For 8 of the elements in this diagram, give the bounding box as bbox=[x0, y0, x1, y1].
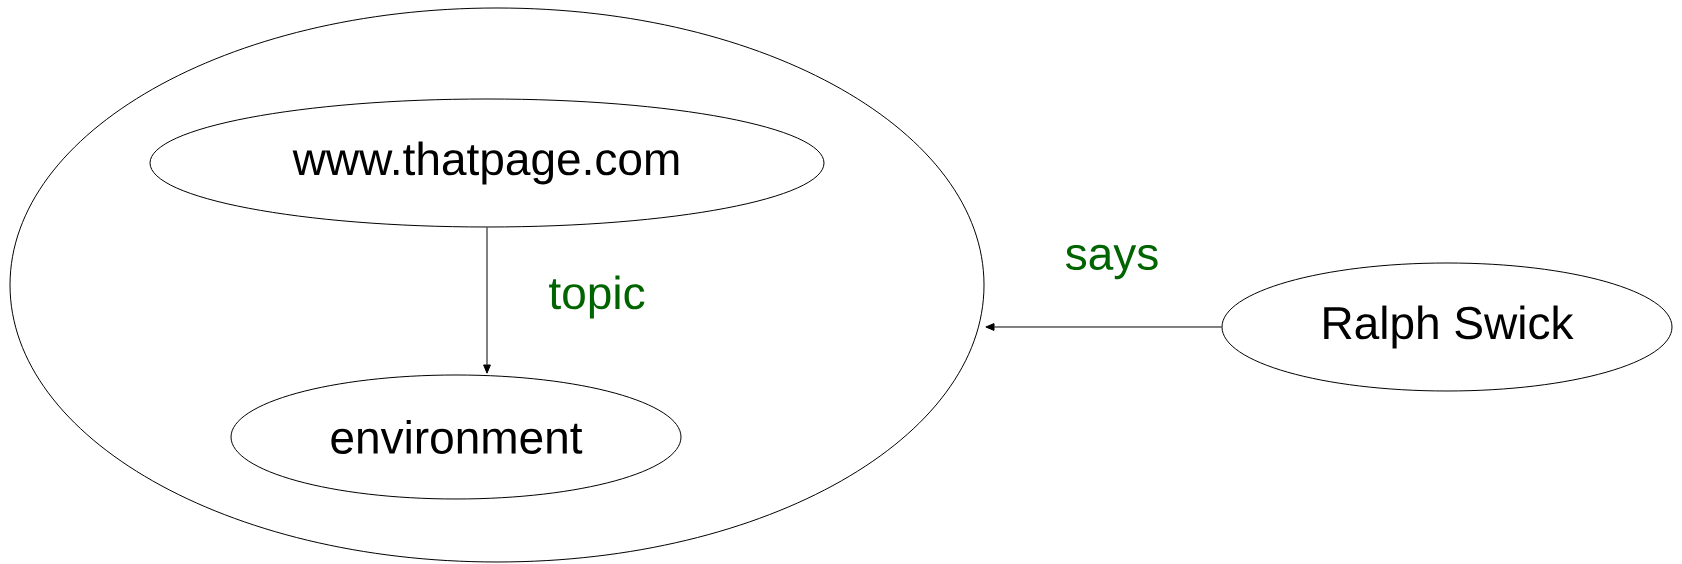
ellipse-node: www.thatpage.com bbox=[149, 98, 825, 228]
ellipse-node: environment bbox=[230, 374, 682, 500]
ellipse-node: Ralph Swick bbox=[1221, 262, 1673, 392]
edge-label: says bbox=[1062, 242, 1162, 282]
edge-label: topic bbox=[546, 273, 648, 321]
arrow bbox=[985, 323, 1222, 331]
group-ellipse bbox=[9, 7, 985, 563]
arrow bbox=[483, 227, 491, 374]
